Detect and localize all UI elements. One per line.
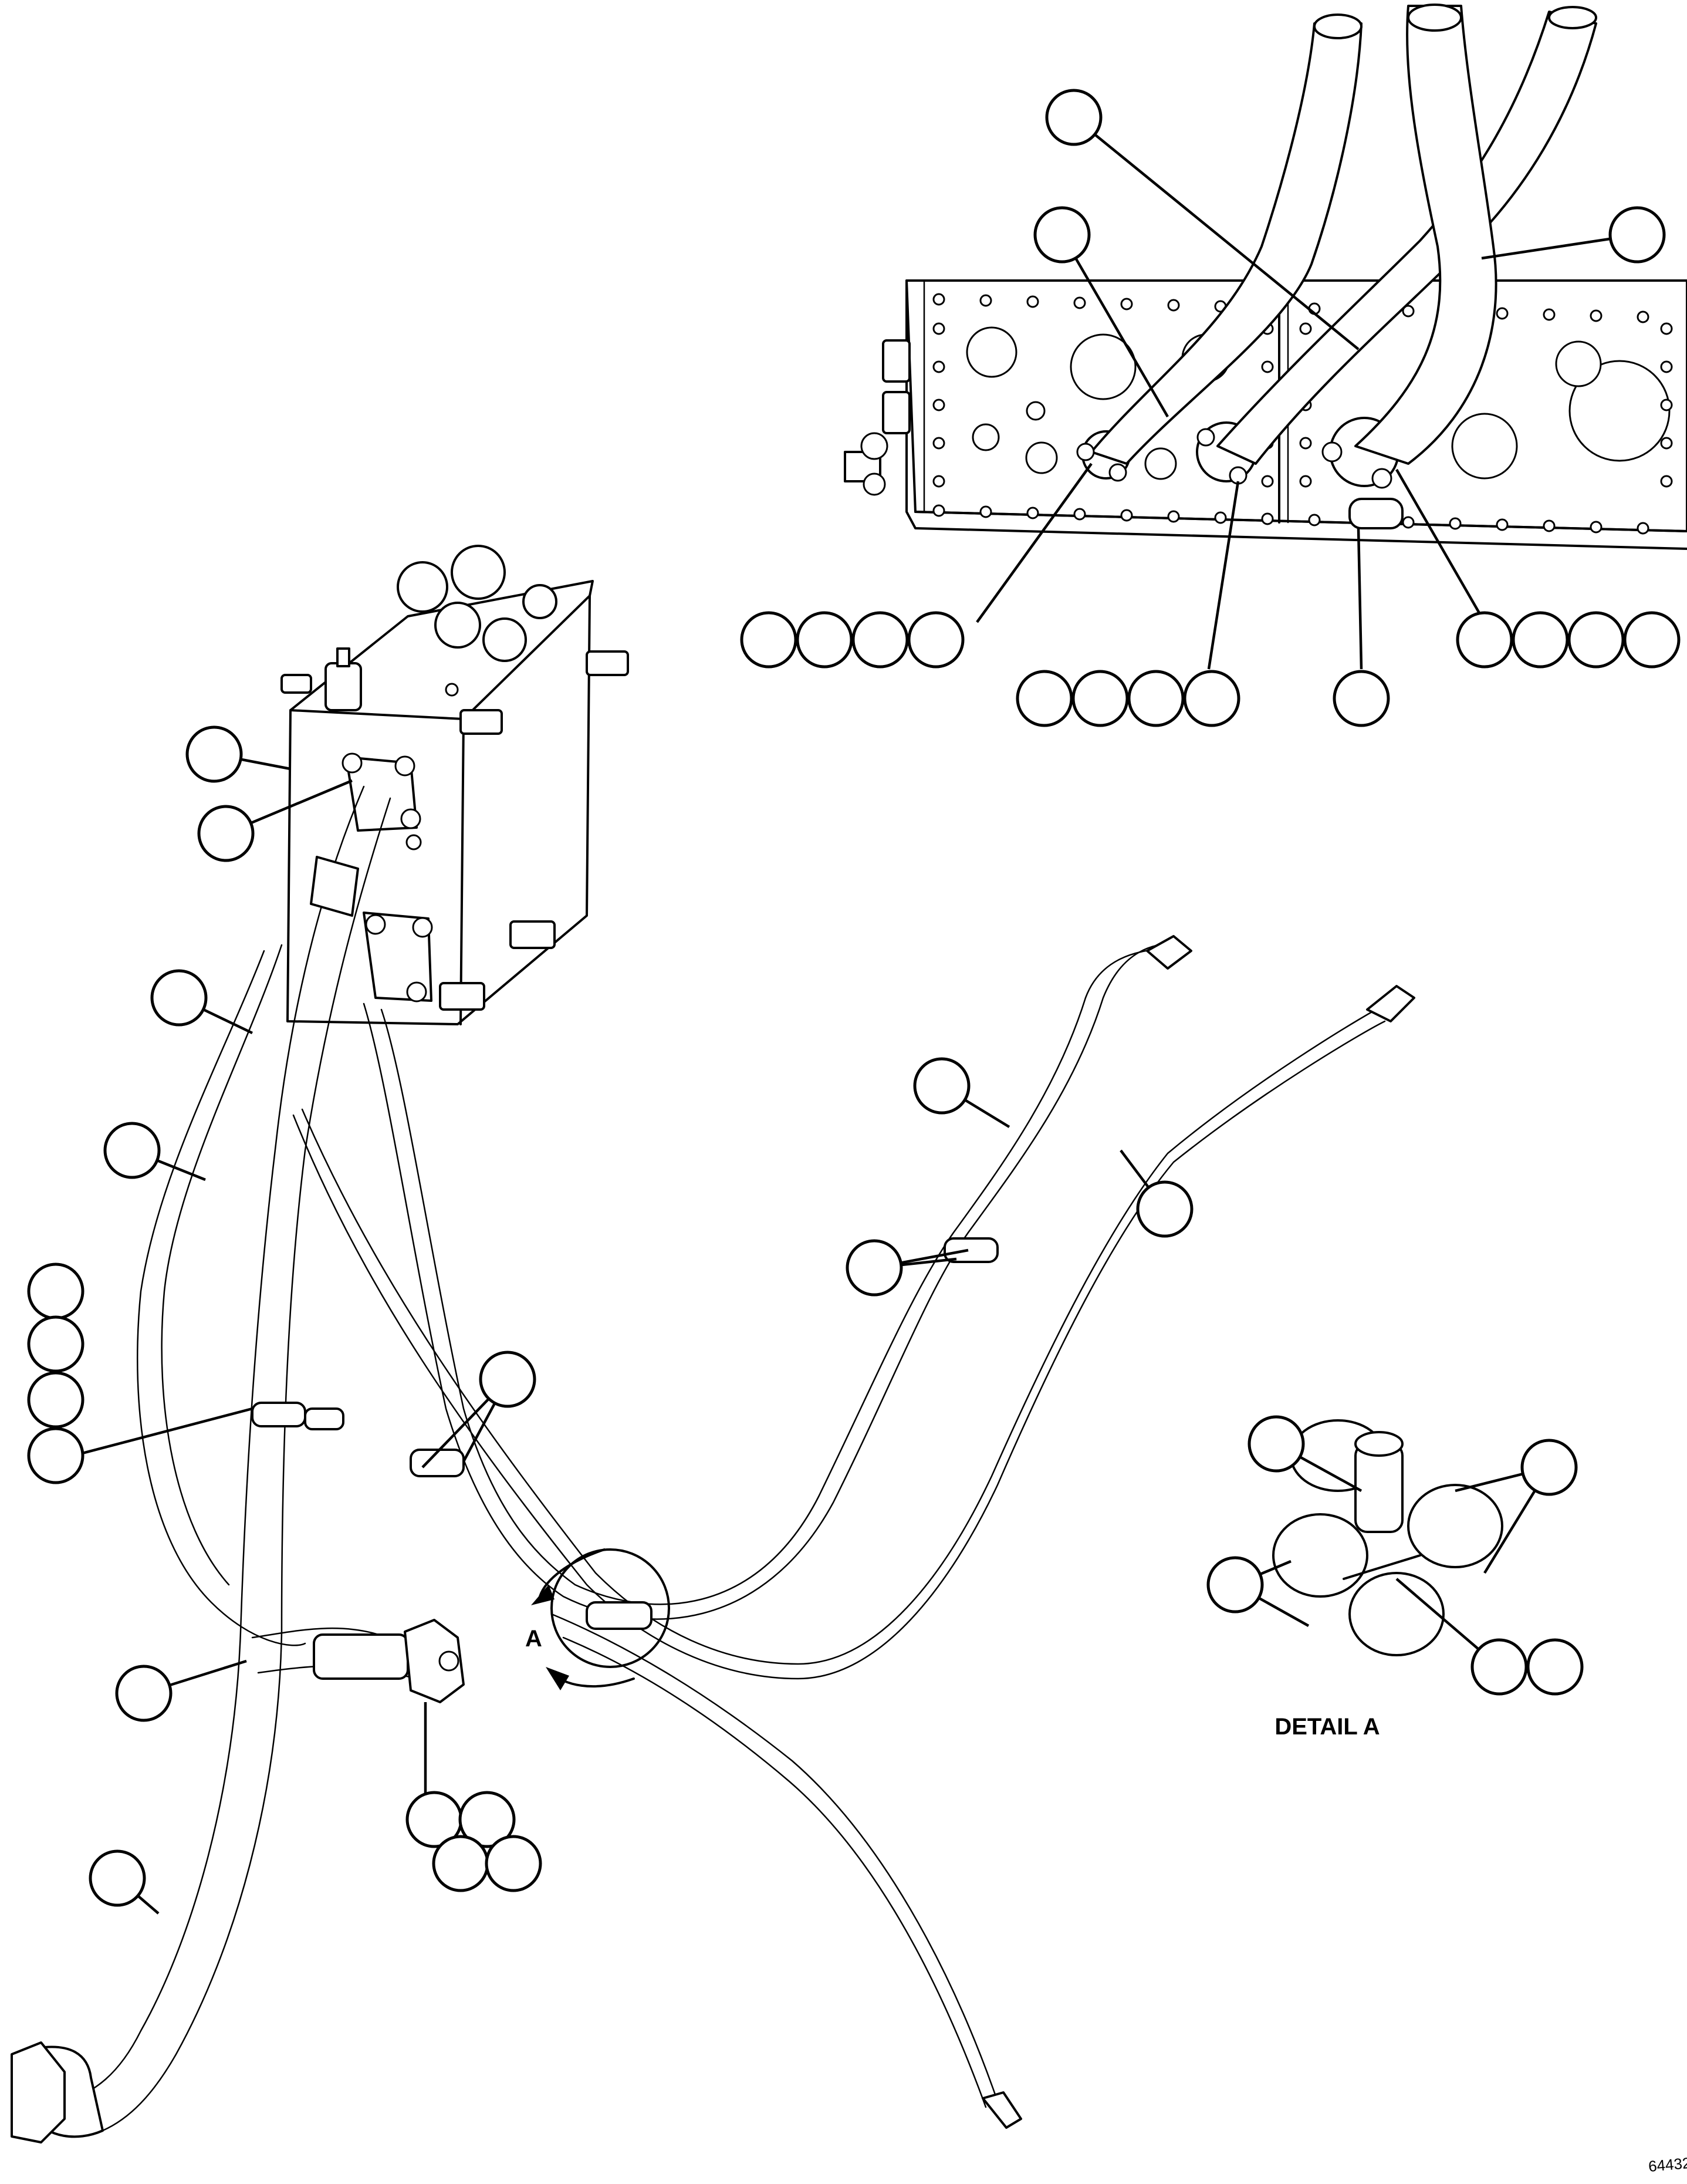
callout-bubble	[1136, 1180, 1194, 1238]
hose-routing	[11, 785, 1415, 2144]
view-a-arrows	[531, 1548, 635, 1690]
callout-bubble	[1608, 206, 1666, 264]
callout-bubble	[1033, 206, 1091, 264]
callout-bubble	[1526, 1638, 1584, 1696]
view-letter: A	[525, 1626, 542, 1652]
callout-bubble	[27, 1315, 84, 1373]
callout-bubble	[1183, 670, 1240, 727]
callout-bubble	[1206, 1556, 1264, 1613]
callout-bubble	[1045, 89, 1103, 146]
callout-bubble	[27, 1371, 84, 1429]
detail-a-title: DETAIL A	[1274, 1714, 1380, 1740]
callout-bubble	[479, 1351, 536, 1408]
callout-bubble	[103, 1122, 161, 1179]
callout-bubble	[1071, 670, 1129, 727]
detail-a-clamp	[1272, 1419, 1503, 1656]
callout-bubble	[1567, 611, 1625, 669]
callout-bubble	[913, 1057, 971, 1115]
callout-bubble	[1623, 611, 1681, 669]
callout-bubble	[197, 805, 255, 862]
callout-bubble	[1247, 1415, 1305, 1473]
callout-bubble	[115, 1665, 173, 1722]
callout-bubble	[796, 611, 853, 669]
callout-bubble	[846, 1239, 903, 1297]
callout-bubble	[485, 1835, 542, 1892]
callout-bubble	[150, 969, 208, 1027]
callout-bubble	[1470, 1638, 1528, 1696]
callout-bubble	[907, 611, 965, 669]
detail-a-circle	[550, 1548, 670, 1668]
callout-bubble	[1016, 670, 1073, 727]
callout-bubble	[89, 1849, 146, 1907]
callout-bubble	[1512, 611, 1569, 669]
callout-bubble	[740, 611, 797, 669]
callout-bubble	[1520, 1439, 1578, 1496]
valve-block	[280, 545, 629, 1025]
callout-bubble	[27, 1427, 84, 1484]
callout-bubble	[458, 1791, 516, 1848]
callout-bubbles	[27, 89, 1681, 1907]
callout-bubble	[432, 1835, 489, 1892]
callout-bubble	[1456, 611, 1513, 669]
drawing-number: 64432	[1648, 2154, 1687, 2175]
callout-bubble	[185, 725, 243, 783]
callout-bubble	[1127, 670, 1185, 727]
callout-bubble	[27, 1263, 84, 1320]
frame-plate-view	[844, 4, 1687, 550]
callout-bubble	[851, 611, 909, 669]
callout-bubble	[1333, 670, 1390, 727]
